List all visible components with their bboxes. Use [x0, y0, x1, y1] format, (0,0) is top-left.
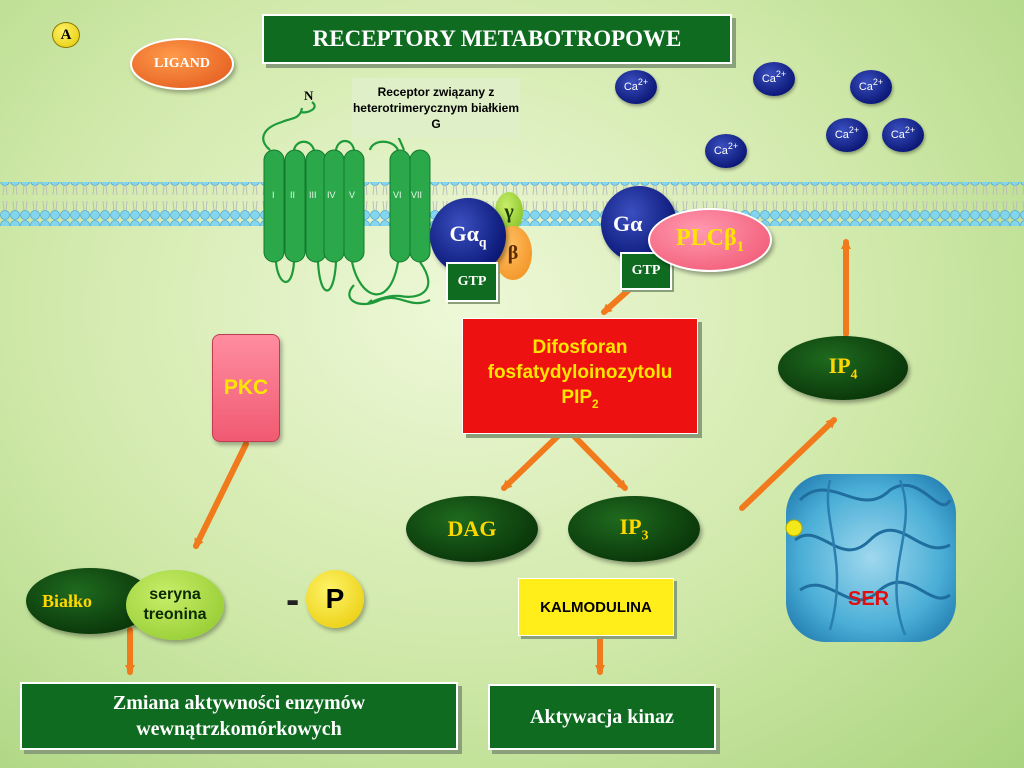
arrow-pkc-to-protein — [193, 441, 249, 549]
gtp-label-2: GTP — [631, 263, 661, 278]
dag-label: DAG — [447, 516, 497, 541]
helix-label-4: IV — [327, 190, 336, 200]
serine-threonine-oval: seryna treonina — [126, 570, 224, 640]
ip4-label: IP — [828, 353, 851, 379]
pip2-line1: Difosforan — [532, 337, 628, 359]
ip3-oval: IP3 — [568, 496, 700, 562]
helix-labels: I II III IV V VI VII — [0, 190, 1024, 204]
arrow-pip2-to-dag — [501, 431, 563, 491]
helix-label-6: VI — [393, 190, 402, 200]
g-alpha-q-subunit: Gαq — [430, 198, 506, 274]
panel-badge-label: A — [60, 26, 72, 43]
calmodulin-label: KALMODULINA — [540, 598, 652, 616]
protein-label: Białko — [42, 590, 93, 611]
pkc-box: PKC — [212, 334, 280, 442]
phospho-dash: - — [286, 578, 300, 622]
effect-enzymes-line2: wewnątrzkomórkowych — [136, 718, 342, 740]
helix-label-1: I — [272, 190, 275, 200]
beta-label: β — [507, 241, 519, 264]
n-terminus-label: N — [304, 88, 314, 103]
panel-badge: A — [52, 22, 80, 48]
g-alpha-label-2: Gα — [613, 211, 643, 236]
page-title: RECEPTORY METABOTROPOWE — [262, 14, 732, 64]
plc-sub: 1 — [736, 238, 745, 255]
dag-oval: DAG — [406, 496, 538, 562]
pip2-line3: PIP — [561, 387, 593, 409]
arrow-ip3-to-ip4 — [739, 417, 837, 511]
phosphate-label: P — [325, 583, 345, 614]
ser-label: SER — [848, 588, 890, 610]
plc-beta1-oval: PLCβ1 — [648, 208, 772, 272]
receptor-note: Receptor związany z heterotrimerycznym b… — [352, 78, 520, 138]
helix-label-3: III — [309, 190, 317, 200]
page-title-text: RECEPTORY METABOTROPOWE — [312, 26, 682, 51]
gtp-box-2: GTP — [620, 252, 672, 290]
ip3-label: IP — [619, 514, 642, 540]
arrow-pip2-to-ip3 — [569, 431, 628, 491]
helix-label-5: V — [349, 190, 356, 200]
serine-label: seryna — [149, 586, 201, 603]
calmodulin-box: KALMODULINA — [518, 578, 674, 636]
effect-kinases-label: Aktywacja kinaz — [530, 705, 674, 728]
ser-organelle — [785, 474, 956, 642]
pip2-line2: fosfatydyloinozytolu — [487, 362, 673, 384]
ligand-oval: LIGAND — [130, 38, 234, 90]
helix-label-7: VII — [411, 190, 423, 200]
ip4-oval: IP4 — [778, 336, 908, 400]
helix-label-2: II — [290, 190, 296, 200]
gtp-label-1: GTP — [457, 274, 487, 289]
plc-label: PLCβ — [675, 224, 737, 251]
gamma-label: γ — [504, 200, 514, 223]
ip3-sub: 3 — [641, 527, 649, 543]
pip2-sub: 2 — [592, 397, 599, 411]
pathway-arrows — [125, 239, 851, 675]
pip2-box: Difosforan fosfatydyloinozytolu PIP2 — [462, 318, 698, 434]
effect-enzymes-box: Zmiana aktywności enzymów wewnątrzkomórk… — [20, 682, 458, 750]
effect-enzymes-line1: Zmiana aktywności enzymów — [112, 692, 366, 714]
effect-kinases-box: Aktywacja kinaz — [488, 684, 716, 750]
ligand-label: LIGAND — [153, 56, 210, 71]
ip4-sub: 4 — [850, 366, 858, 382]
gtp-box-1: GTP — [446, 262, 498, 302]
phosphate-circle: P — [306, 570, 364, 628]
receptor-note-text: Receptor związany z heterotrimerycznym b… — [352, 85, 520, 131]
g-alpha-q-label: Gα — [449, 221, 479, 247]
threonine-label: treonina — [143, 606, 207, 623]
receptor-helices — [263, 149, 431, 263]
g-alpha-q-sub: q — [478, 234, 487, 250]
pkc-label: PKC — [223, 376, 269, 399]
